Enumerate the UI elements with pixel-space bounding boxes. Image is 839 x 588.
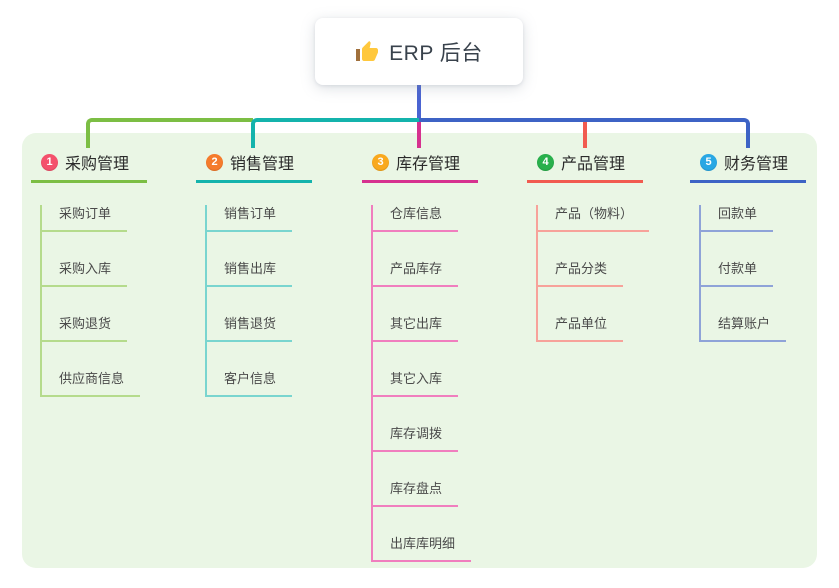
mindmap-canvas <box>22 133 817 568</box>
branch-children: 仓库信息产品库存其它出库其它入库库存调拨库存盘点出库库明细 <box>371 205 492 562</box>
child-topic[interactable]: 仓库信息 <box>373 205 459 232</box>
child-topic[interactable]: 销售订单 <box>207 205 293 232</box>
branch-1: 1 采购管理采购订单采购入库采购退货供应商信息 <box>31 150 161 397</box>
branch-children: 采购订单采购入库采购退货供应商信息 <box>40 205 161 397</box>
child-topic[interactable]: 销售退货 <box>207 315 293 342</box>
child-topic[interactable]: 产品单位 <box>538 315 624 342</box>
child-topic[interactable]: 其它出库 <box>373 315 459 342</box>
connector-branch-1 <box>86 118 253 148</box>
child-topic[interactable]: 产品分类 <box>538 260 624 287</box>
child-topic[interactable]: 供应商信息 <box>42 370 141 397</box>
branch-topic-label: 采购管理 <box>65 156 130 173</box>
connector-branch-2 <box>251 118 419 148</box>
child-topic[interactable]: 产品库存 <box>373 260 459 287</box>
root-topic[interactable]: ERP 后台 <box>315 18 523 85</box>
root-stem-line <box>417 84 421 120</box>
connector-branch-3 <box>417 122 421 148</box>
child-topic[interactable]: 销售出库 <box>207 260 293 287</box>
connector-branch-4 <box>583 122 587 148</box>
branch-topic[interactable]: 4 产品管理 <box>527 150 643 183</box>
branch-topic[interactable]: 2 销售管理 <box>196 150 312 183</box>
connector-branch-5 <box>419 118 750 148</box>
child-topic[interactable]: 客户信息 <box>207 370 293 397</box>
child-topic[interactable]: 采购入库 <box>42 260 128 287</box>
branch-5: 5 财务管理回款单付款单结算账户 <box>690 150 820 342</box>
branch-topic[interactable]: 3 库存管理 <box>362 150 478 183</box>
branch-3: 3 库存管理仓库信息产品库存其它出库其它入库库存调拨库存盘点出库库明细 <box>362 150 492 562</box>
child-topic[interactable]: 出库库明细 <box>373 535 472 562</box>
branch-topic-label: 财务管理 <box>724 156 789 173</box>
branch-topic-label: 库存管理 <box>396 156 461 173</box>
branch-children: 产品（物料） 产品分类产品单位 <box>536 205 657 342</box>
branch-children: 销售订单销售出库销售退货客户信息 <box>205 205 326 397</box>
child-topic[interactable]: 回款单 <box>701 205 774 232</box>
branch-number-badge: 4 <box>537 153 554 171</box>
root-topic-label: ERP 后台 <box>389 41 483 65</box>
branch-topic[interactable]: 5 财务管理 <box>690 150 806 183</box>
branch-children: 回款单付款单结算账户 <box>699 205 820 342</box>
branch-number-badge: 5 <box>700 153 717 171</box>
child-topic[interactable]: 付款单 <box>701 260 774 287</box>
child-topic[interactable]: 其它入库 <box>373 370 459 397</box>
branch-4: 4 产品管理产品（物料） 产品分类产品单位 <box>527 150 657 342</box>
child-topic[interactable]: 采购订单 <box>42 205 128 232</box>
branch-number-badge: 3 <box>372 153 389 171</box>
child-topic[interactable]: 库存调拨 <box>373 425 459 452</box>
thumbs-up-icon <box>356 40 379 61</box>
branch-number-badge: 2 <box>206 153 223 171</box>
branch-topic-label: 产品管理 <box>561 156 626 173</box>
branch-2: 2 销售管理销售订单销售出库销售退货客户信息 <box>196 150 326 397</box>
child-topic[interactable]: 产品（物料） <box>538 205 650 232</box>
branch-topic[interactable]: 1 采购管理 <box>31 150 147 183</box>
child-topic[interactable]: 结算账户 <box>701 315 787 342</box>
child-topic[interactable]: 采购退货 <box>42 315 128 342</box>
branch-topic-label: 销售管理 <box>230 156 295 173</box>
branch-number-badge: 1 <box>41 153 58 171</box>
child-topic[interactable]: 库存盘点 <box>373 480 459 507</box>
